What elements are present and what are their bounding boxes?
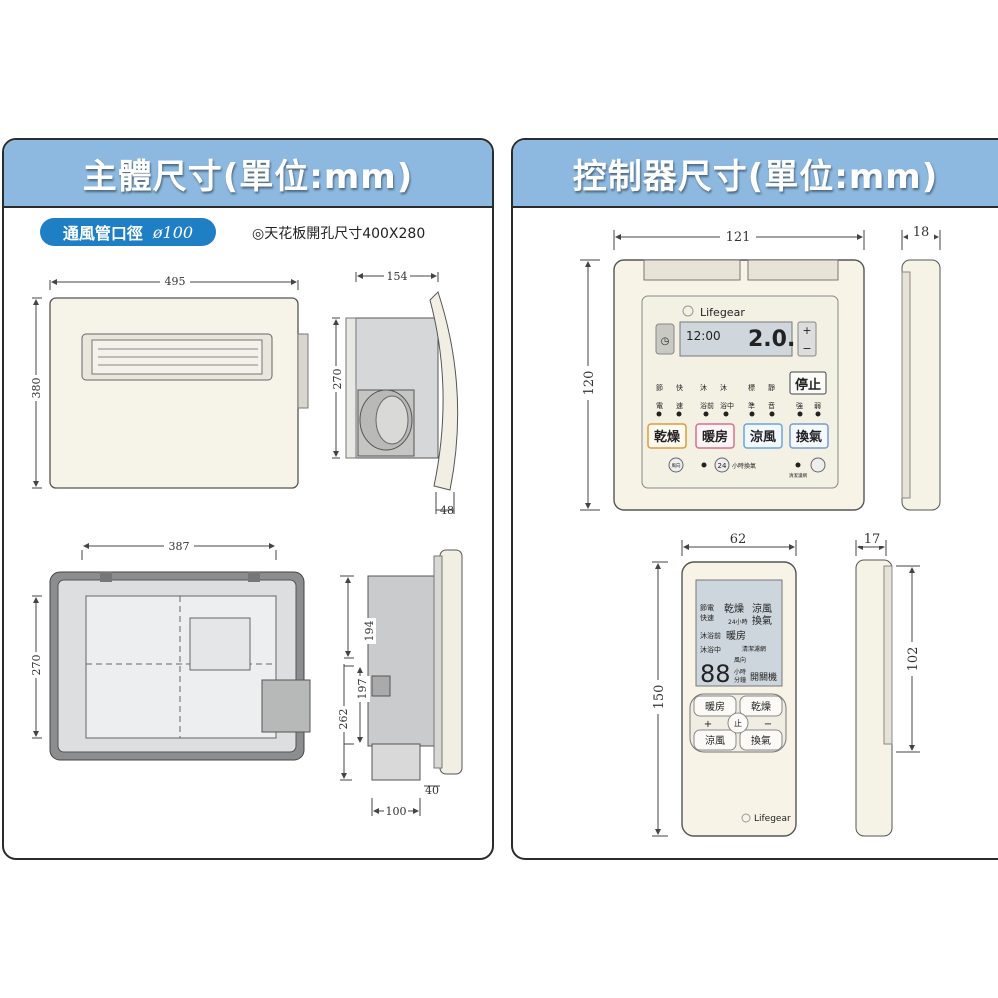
ctrl-label-2: 沐	[700, 383, 707, 392]
remote-height-dim: 150	[652, 685, 667, 710]
side-view-drawing: 154 270 48	[330, 269, 459, 517]
controller-btn-dry: 乾燥	[654, 429, 681, 445]
remote-plus: +	[704, 719, 712, 730]
controller-header: 控制器尺寸(單位:mm)	[513, 140, 998, 208]
controller-brand: Lifegear	[700, 306, 745, 319]
controller-lcd-value: 2.0.	[748, 327, 795, 352]
back-width-dim: 387	[169, 540, 190, 553]
side-depth-dim: 154	[387, 270, 408, 283]
ctrl-depth-dim: 18	[913, 225, 930, 240]
remote-lcd-8: 沐浴中	[700, 645, 721, 654]
back-view-drawing: 387 270	[28, 539, 311, 761]
front-height-dim: 380	[30, 378, 43, 399]
side-flange-dim: 48	[440, 504, 454, 517]
remote-btn-heat: 暖房	[705, 700, 725, 713]
controller-title: 控制器尺寸(單位:mm)	[572, 156, 939, 197]
remote-lcd-14: 開關機	[750, 671, 777, 683]
front-width-dim: 495	[165, 275, 186, 288]
profile-duct-dim: 100	[386, 805, 407, 818]
remote-brand: Lifegear	[754, 814, 791, 824]
ctrl-label2-7: 弱	[814, 402, 821, 410]
remote-width-dim: 62	[730, 532, 747, 547]
ctrl-label2-5: 音	[768, 401, 775, 410]
ctrl-label2-3: 浴中	[720, 401, 734, 410]
remote-lcd-11: 88	[700, 660, 731, 688]
profile-flange-dim: 40	[425, 784, 439, 797]
duct-diameter-value: ø100	[152, 222, 194, 242]
ctrl-label2-1: 速	[676, 402, 683, 410]
remote-lcd-1: 快速	[700, 613, 714, 622]
controller-stop-label: 停止	[795, 377, 821, 393]
profile-mid-dim: 197	[356, 679, 369, 700]
profile-view-drawing: 194 197 262 40 100	[336, 549, 463, 818]
remote-lcd-6: 沐浴前	[700, 631, 721, 640]
controller-btn-cool: 涼風	[750, 429, 776, 445]
main-unit-title: 主體尺寸(單位:mm)	[82, 156, 414, 197]
controller-bottom-right: 清潔濾網	[789, 472, 807, 479]
controller-btn-heat: 暖房	[702, 429, 728, 445]
main-unit-header: 主體尺寸(單位:mm)	[4, 140, 492, 208]
front-view-drawing: 495 380	[28, 274, 309, 489]
controller-bottom-left: 風向	[672, 462, 681, 469]
ctrl-label2-2: 浴前	[700, 401, 714, 410]
ctrl-label-5: 靜	[768, 383, 775, 392]
back-height-dim: 270	[30, 655, 43, 676]
ctrl-label-4: 標	[748, 383, 755, 392]
ctrl-label-0: 節	[656, 383, 663, 392]
remote-side-height-dim: 102	[906, 647, 921, 672]
controller-24-button: 24	[718, 462, 727, 470]
remote-lcd-0: 節電	[700, 603, 714, 612]
ceiling-opening-note: ◎天花板開孔尺寸400X280	[252, 226, 426, 242]
remote-lcd-13: 分鐘	[734, 676, 746, 684]
remote-btn-cool: 涼風	[705, 734, 725, 747]
ctrl-label2-0: 電	[656, 402, 663, 410]
remote-lcd-3: 涼風	[752, 602, 772, 615]
ctrl-width-dim: 121	[726, 230, 751, 245]
controller-24-label: 小時換氣	[732, 462, 756, 470]
controller-lcd-time: 12:00	[686, 329, 721, 343]
remote-lcd-4: 24小時	[728, 618, 748, 626]
remote-lcd-5: 換氣	[752, 614, 772, 627]
side-height-dim: 270	[331, 369, 344, 390]
remote-lcd-2: 乾燥	[724, 602, 744, 615]
remote-lcd-7: 暖房	[726, 629, 746, 642]
profile-total-dim: 262	[337, 709, 350, 730]
remote-btn-stop: 止	[734, 718, 742, 728]
remote-minus: −	[764, 719, 772, 730]
remote-lcd-9: 清潔濾網	[742, 645, 766, 653]
wall-controller-drawing: Lifegear ◷ 12:00 2.0. + − 停止 節 快 沐 沐 標 靜…	[578, 224, 941, 511]
ctrl-label2-6: 強	[796, 402, 803, 410]
remote-btn-dry: 乾燥	[751, 700, 771, 713]
duct-diameter-label: 通風管口徑	[62, 224, 143, 243]
ctrl-label-1: 快	[676, 383, 683, 392]
svg-text:◷: ◷	[661, 336, 670, 347]
controller-btn-vent: 換氣	[796, 429, 822, 445]
duct-diameter-badge: 通風管口徑 ø100	[40, 218, 216, 246]
profile-top-dim: 194	[363, 621, 376, 642]
ctrl-label2-4: 準	[748, 401, 755, 410]
remote-control-drawing: 節電 快速 乾燥 涼風 24小時 換氣 沐浴前 暖房 沐浴中 清潔濾網 風向 8…	[648, 530, 922, 837]
remote-lcd-12: 小時	[734, 668, 746, 676]
remote-btn-vent: 換氣	[751, 734, 771, 747]
ctrl-height-dim: 120	[582, 371, 597, 396]
controller-plus: +	[802, 324, 811, 337]
remote-depth-dim: 17	[864, 532, 881, 547]
remote-lcd-10: 風向	[734, 656, 746, 664]
controller-minus: −	[802, 342, 811, 355]
ctrl-label-3: 沐	[720, 383, 727, 392]
